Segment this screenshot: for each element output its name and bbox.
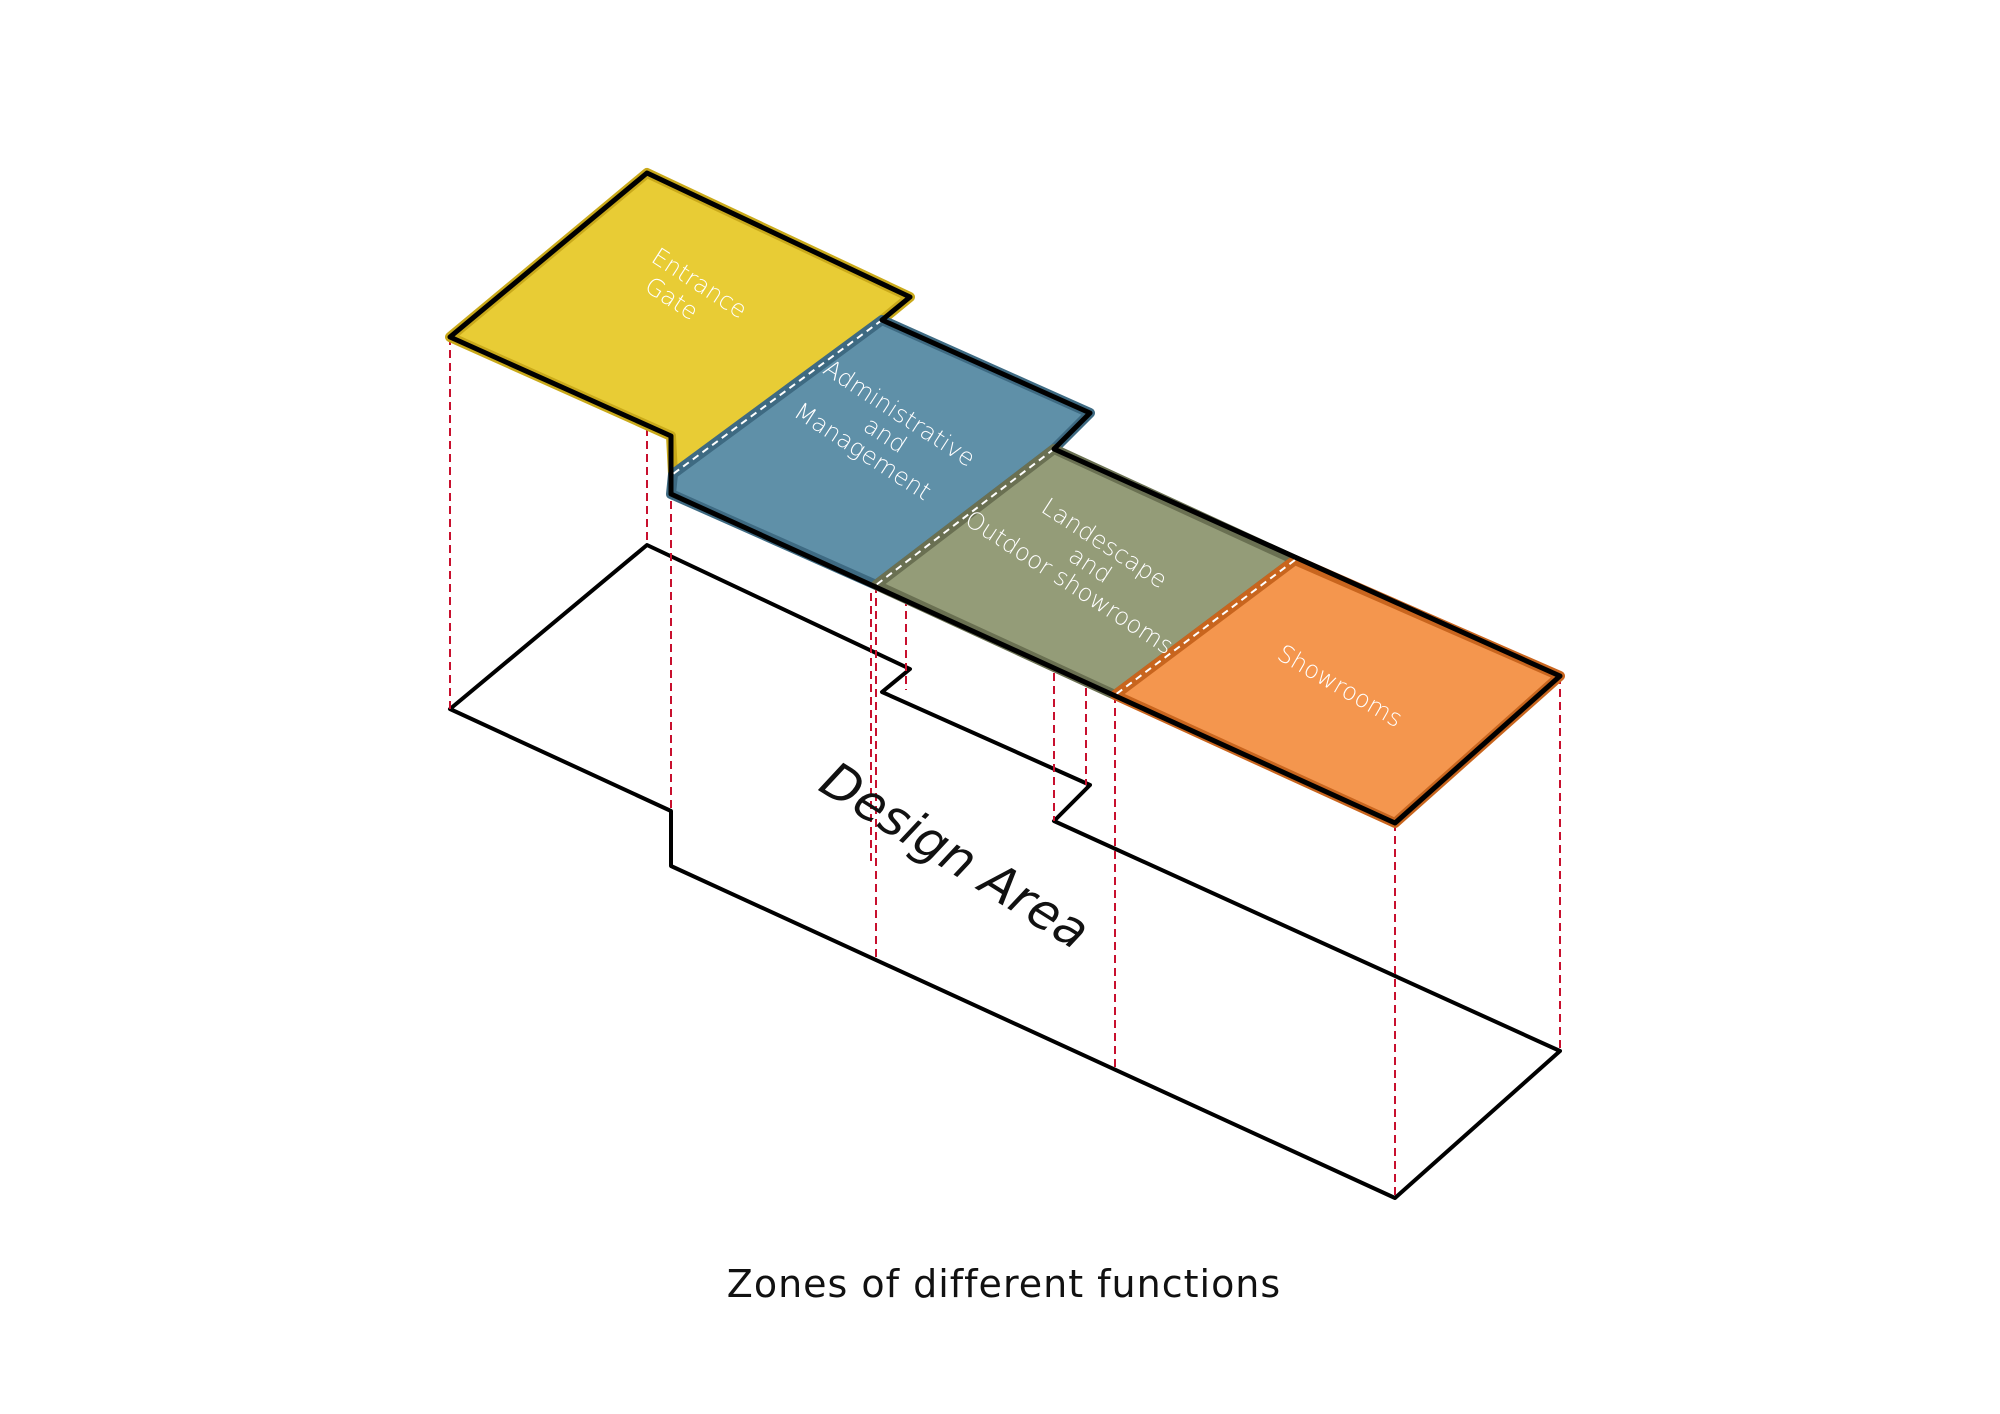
divider-line	[875, 448, 1055, 586]
top-plane-outline	[447, 170, 1563, 826]
design-area-label: Design Area	[810, 750, 1099, 961]
zone-dividers	[672, 319, 1296, 696]
diagram-caption: Zones of different functions	[727, 1262, 1281, 1306]
projection-lines	[449, 220, 1561, 1198]
divider-line	[672, 319, 883, 475]
divider-line	[1114, 559, 1296, 696]
